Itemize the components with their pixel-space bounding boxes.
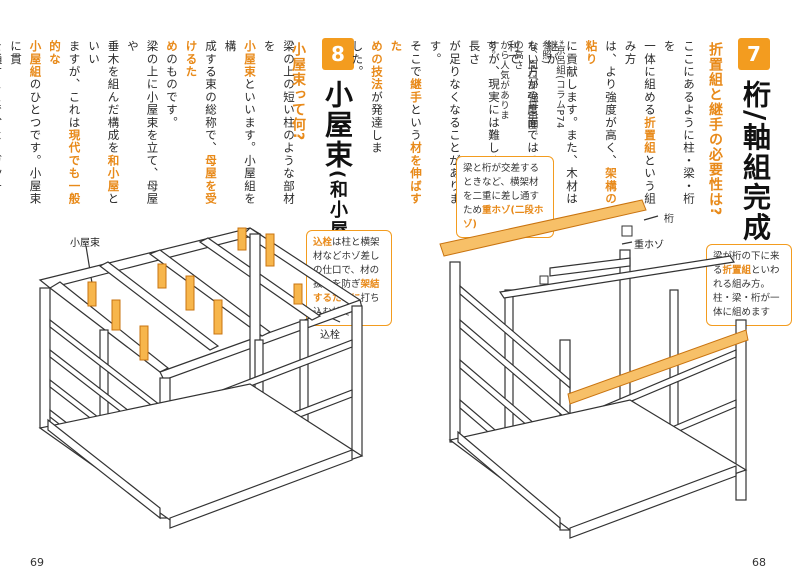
right-body-text: ここにあるように柱・梁・桁を 一体に組める折置組という組み方 は、より強度が高く… bbox=[350, 40, 697, 206]
label-komisen: 込栓 bbox=[320, 330, 340, 341]
koyazuka-frame-illustration bbox=[38, 227, 364, 529]
label-koyazuka: 小屋束 bbox=[70, 238, 100, 249]
right-page: 7 桁/軸組完成 折置組と継手の必要性は? ここにあるように柱・梁・桁を 一体に… bbox=[351, 0, 800, 588]
label-juhozo: 重ホゾ bbox=[634, 240, 664, 251]
jikugumi-frame-illustration bbox=[439, 199, 749, 539]
orioki-callout: 梁が桁の下に来る折置組といわれる組み方。柱・梁・桁が一体に組めます bbox=[706, 244, 792, 326]
page-number-left: 69 bbox=[30, 556, 44, 569]
left-body-text: 梁の上の短い柱のような部材を 小屋束といいます。小屋組を構 成する束の総称で、母… bbox=[0, 40, 296, 206]
section-number-badge-right: 7 bbox=[738, 38, 770, 70]
left-page: 梁の上の短い柱のような部材を 小屋束といいます。小屋組を構 成する束の総称で、母… bbox=[0, 38, 392, 569]
page-number-right: 68 bbox=[752, 556, 766, 569]
left-subheading: 小屋束って何? bbox=[290, 42, 306, 142]
right-subheading: 折置組と継手の必要性は? bbox=[707, 42, 723, 217]
kyorogumi-note: *京呂組(コラムP74参照) も、間口部の自由度の高さ から人気があります。 bbox=[484, 40, 565, 130]
right-title: 桁/軸組完成 bbox=[739, 80, 772, 243]
label-keta: 桁 bbox=[664, 214, 674, 225]
section-number-badge: 8 bbox=[322, 38, 354, 70]
